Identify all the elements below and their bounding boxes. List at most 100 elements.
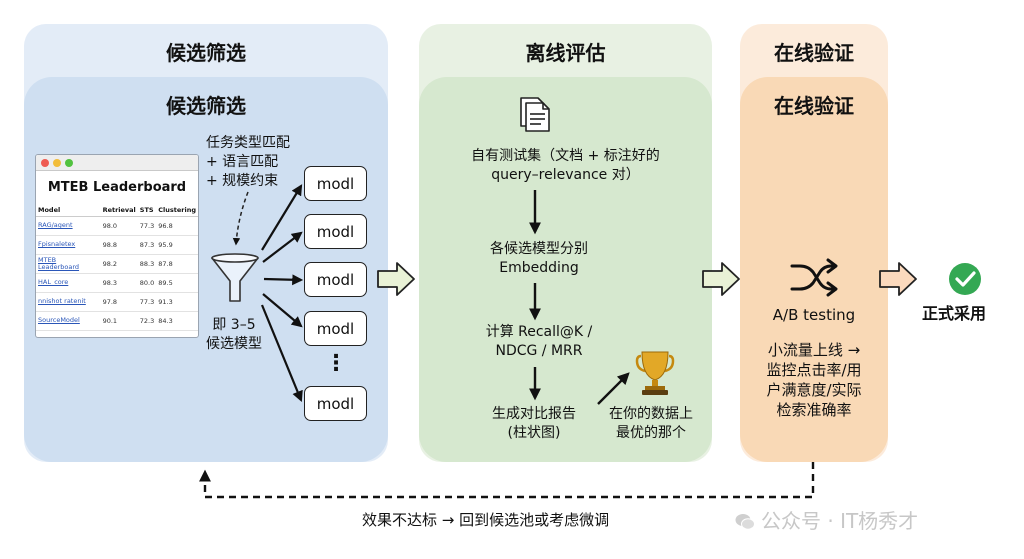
window-titlebar: [36, 155, 198, 171]
shuffle-icon: [790, 258, 838, 297]
maximize-dot-icon: [65, 159, 73, 167]
model-link[interactable]: Fpisnaletex: [36, 235, 101, 255]
final-adoption-label: 正式采用: [922, 304, 987, 323]
stage1-subtitle: 候选筛选: [166, 94, 246, 118]
fanout-arrow: [261, 184, 303, 251]
criteria-line: 任务类型匹配: [206, 135, 290, 151]
detail-line: 户满意度/实际: [766, 381, 862, 399]
funnel-caption-line: 候选模型: [206, 336, 262, 352]
wechat-icon: [735, 514, 755, 530]
score-cell: 77.3: [137, 216, 157, 236]
close-dot-icon: [41, 159, 49, 167]
step-line: 计算 Recall@K /: [485, 324, 593, 340]
score-cell: 84.3: [156, 311, 198, 331]
trophy-icon: [635, 351, 675, 395]
fanout-arrow: [262, 293, 303, 328]
score-cell: 98.0: [100, 216, 138, 236]
stage-offline-eval-inner: [419, 77, 712, 462]
stage2-title: 离线评估: [525, 41, 606, 65]
model-link[interactable]: SourceModel: [36, 311, 101, 331]
stage1-to-stage2-arrow: [377, 262, 415, 296]
model-link[interactable]: RAG/agent: [36, 216, 101, 236]
criteria-line: + 语言匹配: [206, 154, 279, 170]
check-icon: [949, 263, 981, 295]
score-cell: 97.8: [100, 292, 138, 312]
funnel-icon: [211, 253, 259, 302]
step-line: (柱状图): [507, 425, 561, 441]
mteb-leaderboard-window: MTEB Leaderboard Model Retrieval STS Clu…: [35, 154, 199, 338]
watermark: 公众号 · IT杨秀才: [735, 505, 918, 534]
score-cell: 96.8: [156, 216, 198, 236]
model-link[interactable]: MTEB Leaderboard: [36, 254, 101, 274]
fanout-arrow: [260, 304, 303, 403]
criteria-line: + 规模约束: [206, 173, 279, 189]
stage2-to-stage3-arrow: [702, 262, 740, 296]
score-cell: 72.3: [137, 311, 157, 331]
score-cell: 88.3: [137, 254, 157, 274]
criteria-to-funnel-arrow: [232, 191, 249, 246]
step-line: 各候选模型分别: [490, 241, 588, 257]
score-cell: 77.3: [137, 292, 157, 312]
col-header: Retrieval: [100, 204, 138, 217]
step-line: query–relevance 对）: [491, 167, 640, 183]
step-line: NDCG / MRR: [495, 343, 583, 359]
watermark-text: 公众号 · IT杨秀才: [761, 509, 919, 533]
detail-line: 监控点击率/用: [766, 361, 862, 379]
criteria-text: 任务类型匹配 + 语言匹配 + 规模约束: [206, 134, 290, 191]
fanout-arrow: [263, 274, 304, 286]
col-header: Model: [36, 204, 101, 217]
step-embedding: 各候选模型分别 Embedding: [419, 240, 659, 278]
score-cell: 98.2: [100, 254, 138, 274]
fanout-arrow: [262, 231, 303, 263]
report-to-best-arrow: [597, 372, 630, 405]
score-cell: 89.5: [156, 273, 198, 293]
best-line: 在你的数据上: [609, 406, 693, 422]
candidate-model-box: modl: [304, 386, 367, 421]
score-cell: 95.9: [156, 235, 198, 255]
stage-online-validation-inner: 在线验证: [740, 77, 888, 462]
leaderboard-table: Model Retrieval STS Clustering RAG/agent…: [36, 204, 198, 331]
stage3-subtitle: 在线验证: [774, 94, 854, 118]
candidate-model-box: modl: [304, 214, 367, 249]
stage3-title: 在线验证: [774, 41, 854, 65]
detail-line: 小流量上线 →: [767, 341, 861, 359]
col-header: Clustering: [156, 204, 198, 217]
score-cell: 80.0: [137, 273, 157, 293]
score-cell: 87.3: [137, 235, 157, 255]
online-details: 小流量上线 → 监控点击率/用 户满意度/实际 检索准确率: [740, 340, 888, 420]
best-model-caption: 在你的数据上 最优的那个: [596, 405, 706, 443]
step-metrics: 计算 Recall@K / NDCG / MRR: [419, 323, 659, 361]
ab-testing-label: A/B testing: [772, 306, 856, 324]
score-cell: 91.3: [156, 292, 198, 312]
score-cell: 98.3: [100, 273, 138, 293]
leaderboard-title: MTEB Leaderboard: [47, 180, 187, 195]
score-cell: 90.1: [100, 311, 138, 331]
document-icon: [520, 97, 550, 132]
step-line: 自有测试集（文档 + 标注好的: [471, 148, 660, 164]
funnel-caption-line: 即 3–5: [212, 317, 256, 333]
score-cell: 98.8: [100, 235, 138, 255]
model-link[interactable]: HAL_core: [36, 273, 101, 293]
best-line: 最优的那个: [616, 425, 686, 441]
table-header-row: Model Retrieval STS Clustering: [36, 204, 198, 217]
step-line: 生成对比报告: [492, 406, 576, 422]
step-line: Embedding: [499, 260, 579, 276]
model-link[interactable]: nnishot ratenit: [36, 292, 101, 312]
feedback-loop-arrow: [199, 462, 815, 499]
step-test-set: 自有测试集（文档 + 标注好的 query–relevance 对）: [419, 147, 712, 185]
candidate-model-box: modl: [304, 262, 367, 297]
step-report: 生成对比报告 (柱状图): [464, 405, 604, 443]
stage3-to-final-arrow: [879, 262, 917, 296]
candidate-model-box: modl: [304, 311, 367, 346]
col-header: STS: [137, 204, 157, 217]
funnel-caption: 即 3–5 候选模型: [196, 316, 272, 354]
minimize-dot-icon: [53, 159, 61, 167]
more-models-ellipsis: ⋮: [325, 351, 347, 376]
